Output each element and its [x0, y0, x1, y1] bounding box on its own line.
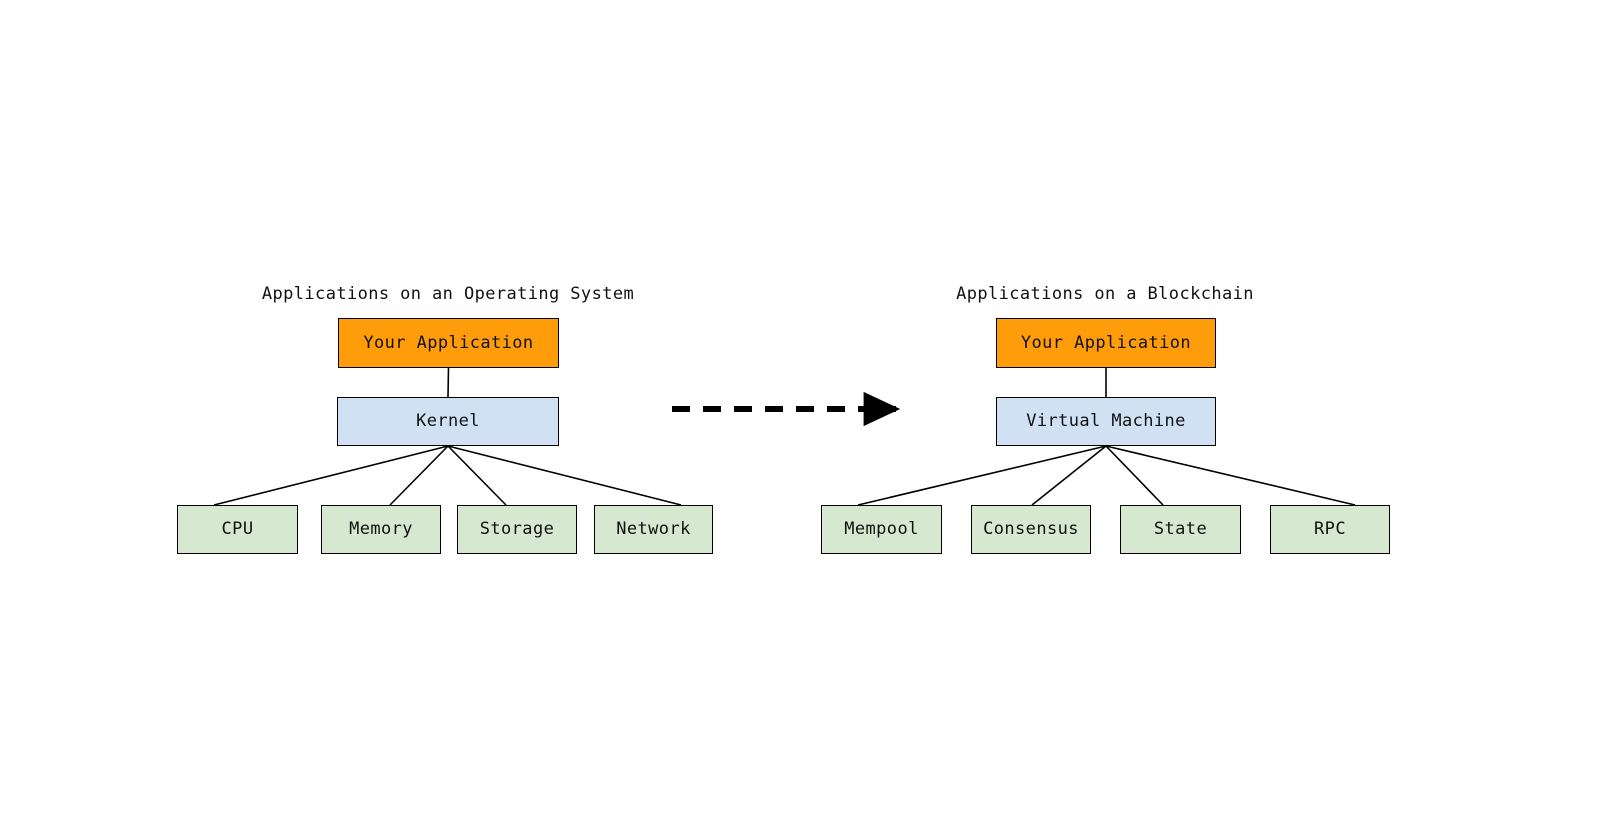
connector-runtime-to-resource-blockchain-0 — [857, 445, 1107, 506]
node-resource-blockchain-2: State — [1120, 505, 1241, 554]
node-resource-operating-system-0: CPU — [177, 505, 298, 554]
panel-title-operating-system: Applications on an Operating System — [261, 284, 635, 304]
connector-runtime-to-resource-blockchain-2 — [1105, 445, 1164, 506]
node-application-operating-system: Your Application — [338, 318, 559, 368]
connector-runtime-to-resource-operating-system-0 — [213, 445, 449, 506]
connector-runtime-to-resource-operating-system-2 — [447, 445, 507, 506]
connector-application-to-runtime-operating-system — [447, 367, 450, 398]
connector-runtime-to-resource-operating-system-3 — [447, 445, 682, 506]
node-resource-operating-system-2: Storage — [457, 505, 577, 554]
node-runtime-operating-system: Kernel — [337, 397, 559, 446]
node-resource-operating-system-1: Memory — [321, 505, 441, 554]
node-resource-operating-system-3: Network — [594, 505, 713, 554]
connector-runtime-to-resource-blockchain-1 — [1031, 445, 1107, 506]
node-resource-blockchain-0: Mempool — [821, 505, 942, 554]
node-resource-blockchain-3: RPC — [1270, 505, 1390, 554]
panel-title-blockchain: Applications on a Blockchain — [956, 284, 1254, 304]
node-application-blockchain: Your Application — [996, 318, 1216, 368]
connector-runtime-to-resource-operating-system-1 — [389, 445, 449, 506]
connector-runtime-to-resource-blockchain-3 — [1105, 445, 1356, 506]
node-resource-blockchain-1: Consensus — [971, 505, 1091, 554]
node-runtime-blockchain: Virtual Machine — [996, 397, 1216, 446]
